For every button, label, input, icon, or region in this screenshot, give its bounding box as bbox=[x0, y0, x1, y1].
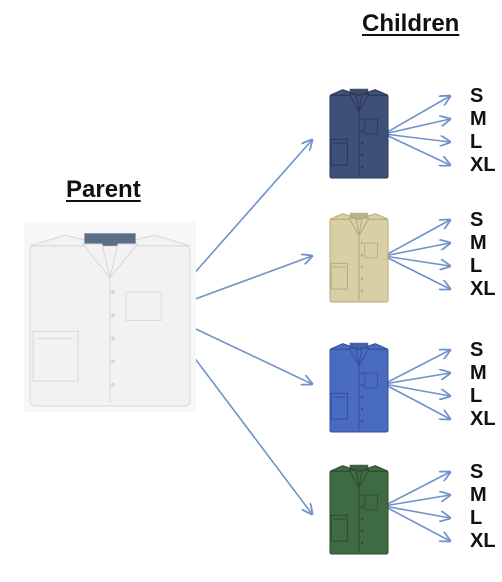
child-3-size-arrow-s bbox=[383, 350, 450, 385]
child-2-size-l: L bbox=[470, 255, 483, 277]
arrows-layer bbox=[159, 96, 450, 541]
child-4-size-arrow-s bbox=[383, 472, 450, 507]
child-3-size-s: S bbox=[470, 339, 484, 361]
child-1-size-arrow-m bbox=[383, 119, 450, 135]
child-4-size-arrow-l bbox=[383, 505, 450, 518]
child-3-size-xl: XL bbox=[470, 408, 496, 430]
child-1-size-arrow-l bbox=[383, 133, 450, 142]
child-shirt-image-4 bbox=[329, 464, 389, 555]
child-2-size-arrow-m bbox=[383, 243, 450, 257]
child-3-size-l: L bbox=[470, 385, 483, 407]
child-2-size-m: M bbox=[470, 232, 487, 254]
child-3-size-arrow-m bbox=[383, 373, 450, 385]
parent-heading: Parent bbox=[66, 176, 141, 203]
child-4-size-arrow-m bbox=[383, 495, 450, 507]
child-3-size-m: M bbox=[470, 362, 487, 384]
child-3-size-arrow-l bbox=[383, 383, 450, 396]
child-2-size-xl: XL bbox=[470, 278, 496, 300]
child-4-size-m: M bbox=[470, 484, 487, 506]
child-2-size-arrow-l bbox=[383, 255, 450, 266]
child-1-size-m: M bbox=[470, 108, 487, 130]
child-2-size-s: S bbox=[470, 209, 484, 231]
child-1-size-l: L bbox=[470, 131, 483, 153]
child-4-size-arrow-xl bbox=[383, 505, 450, 541]
child-4-size-s: S bbox=[470, 461, 484, 483]
shirts-layer bbox=[24, 88, 389, 555]
child-3-size-arrow-xl bbox=[383, 383, 450, 419]
child-2-size-arrow-xl bbox=[383, 255, 450, 289]
child-shirt-image-1 bbox=[329, 88, 389, 179]
child-2-size-arrow-s bbox=[383, 220, 450, 257]
child-4-size-xl: XL bbox=[470, 530, 496, 552]
child-shirt-image-2 bbox=[329, 212, 389, 303]
child-1-size-arrow-xl bbox=[383, 133, 450, 165]
child-1-size-arrow-s bbox=[383, 96, 450, 135]
child-1-size-s: S bbox=[470, 85, 484, 107]
child-1-size-xl: XL bbox=[470, 154, 496, 176]
child-shirt-image-3 bbox=[329, 342, 389, 433]
parent-shirt-image bbox=[24, 222, 196, 412]
child-4-size-l: L bbox=[470, 507, 483, 529]
children-heading: Children bbox=[362, 10, 460, 37]
